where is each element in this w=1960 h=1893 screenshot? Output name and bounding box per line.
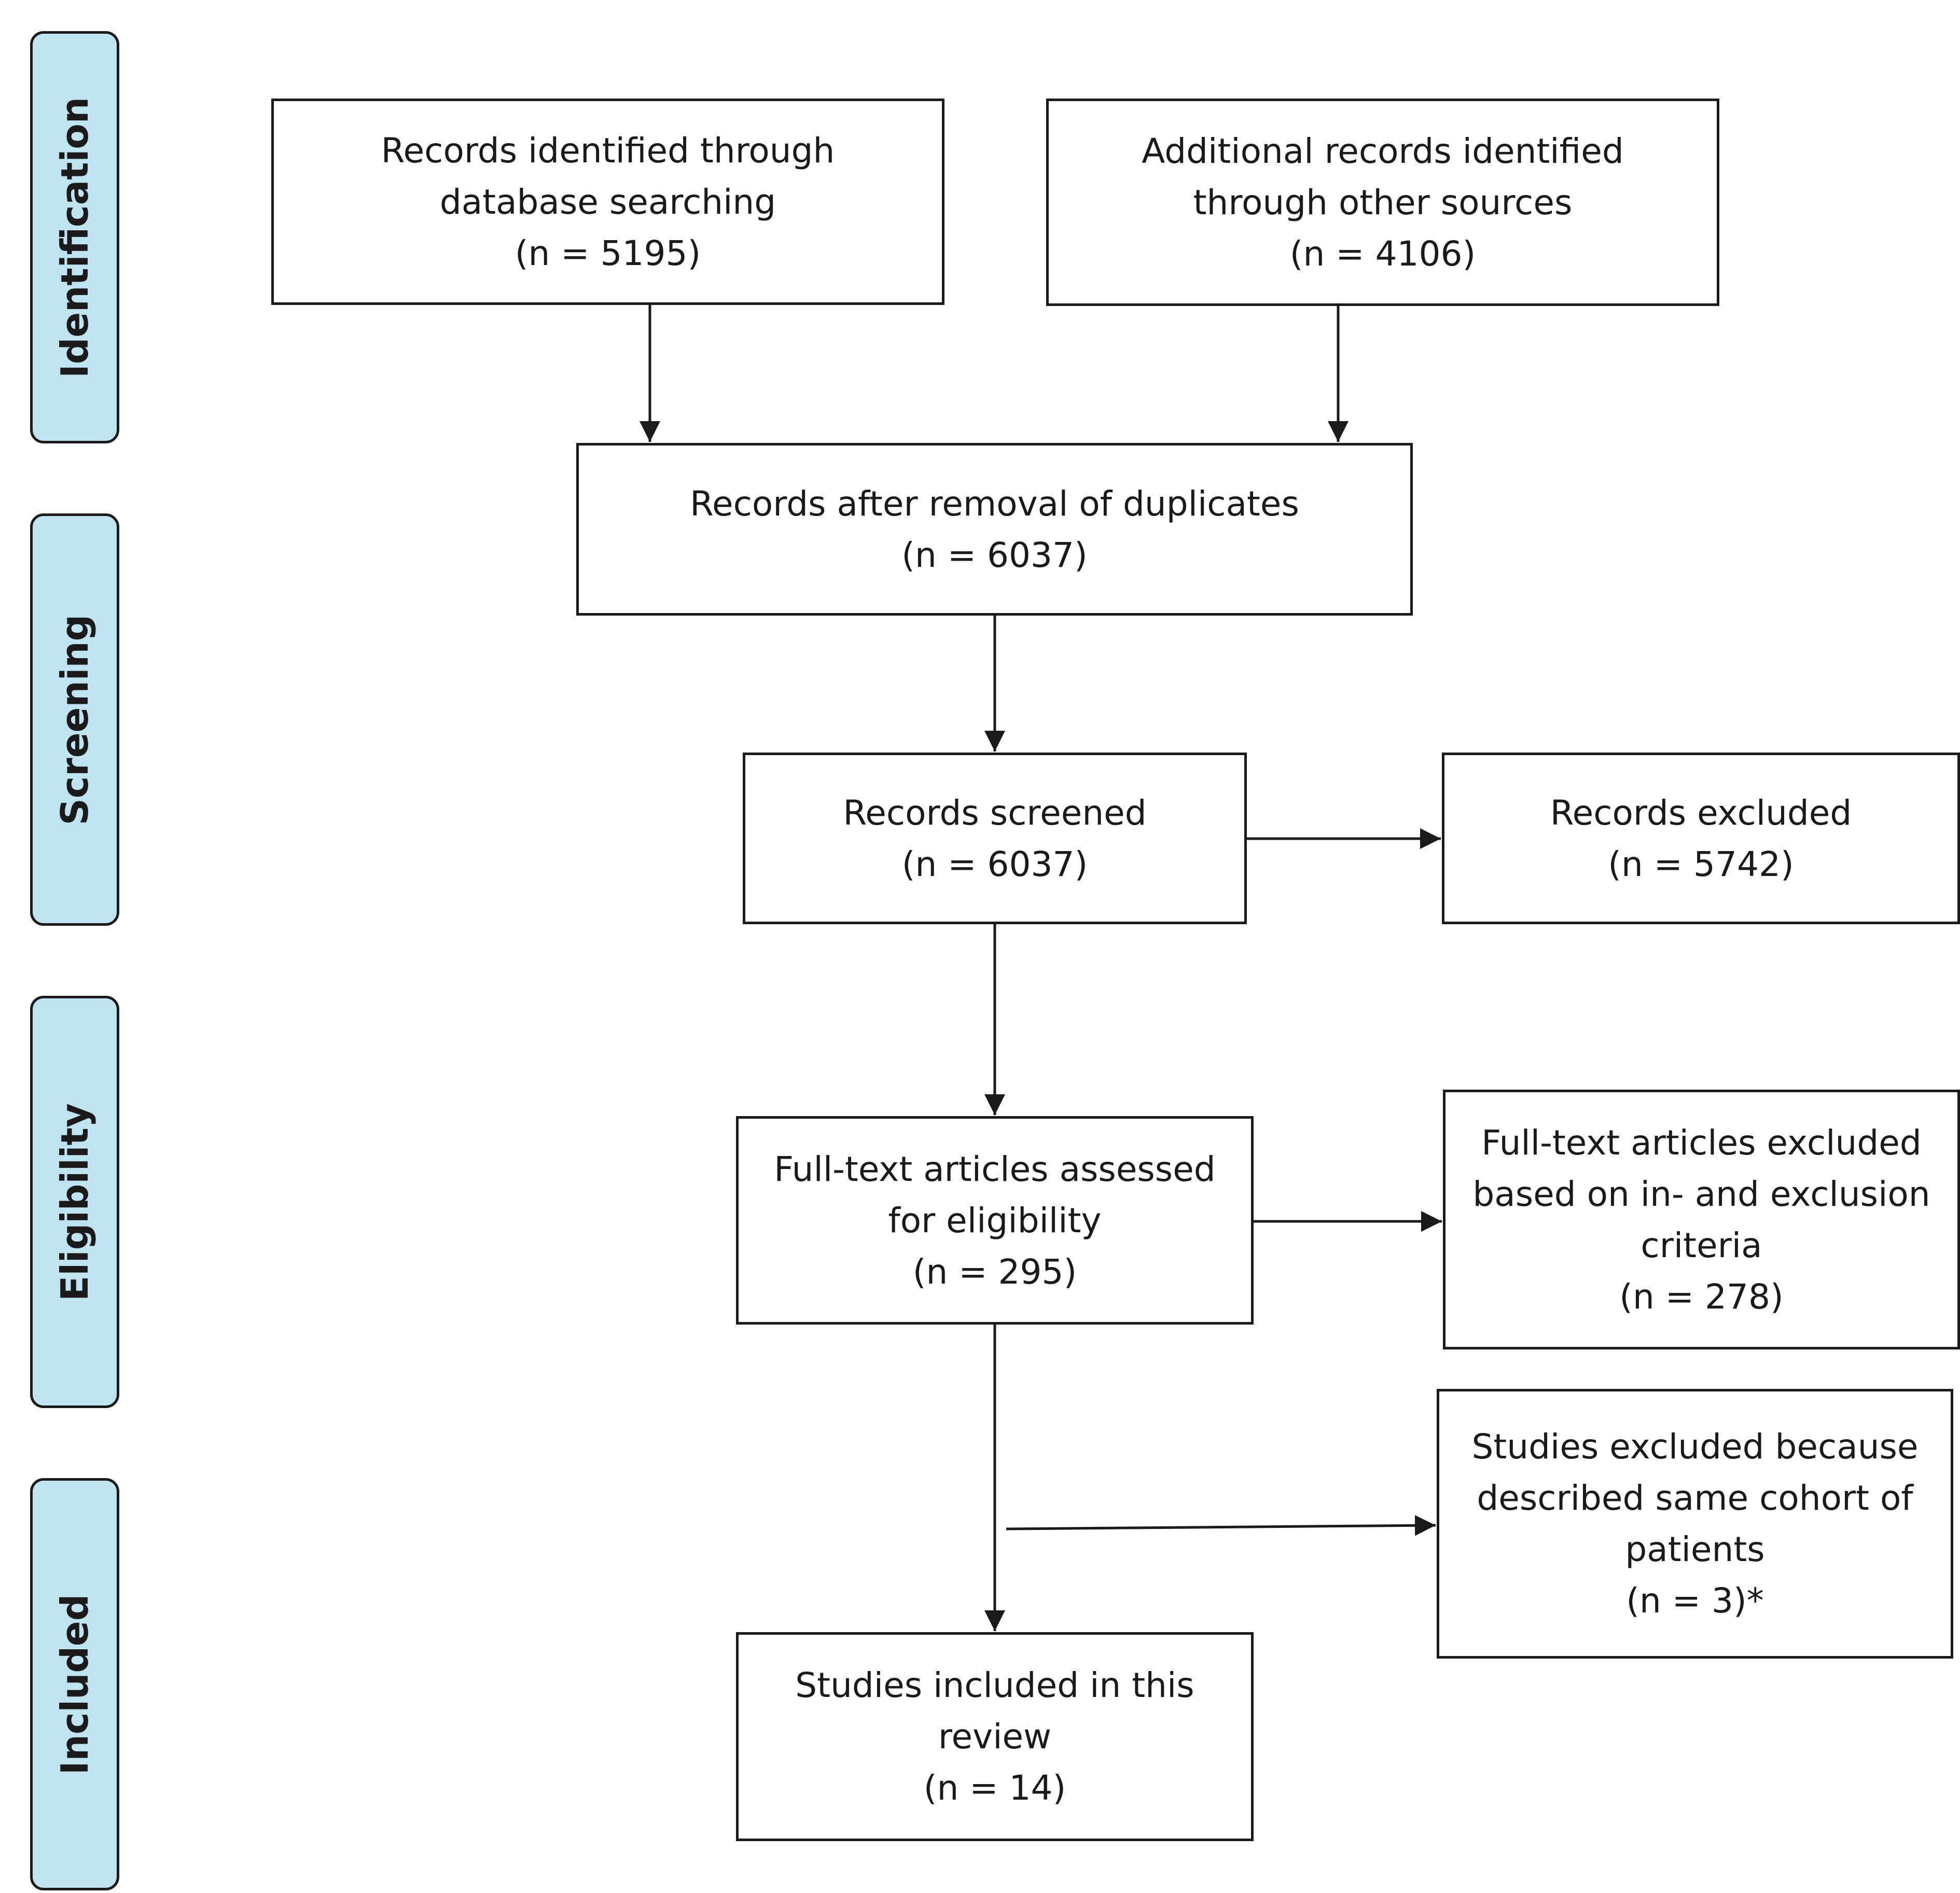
included-line1: Studies included in this — [795, 1665, 1194, 1705]
database-line1: Records identified through — [381, 130, 835, 171]
after-duplicates-line1: Records after removal of duplicates — [690, 483, 1299, 524]
stage-included: Included — [30, 1478, 119, 1890]
after-duplicates-count: (n = 6037) — [901, 535, 1088, 575]
box-records-screened: Records screened (n = 6037) — [743, 753, 1247, 924]
fulltext-excluded-count: (n = 278) — [1619, 1276, 1784, 1317]
stage-eligibility: Eligibility — [30, 996, 119, 1408]
fulltext-assessed-line2: for eligibility — [888, 1200, 1102, 1241]
included-count: (n = 14) — [923, 1768, 1066, 1808]
stage-identification: Identification — [30, 31, 119, 443]
box-fulltext-assessed: Full-text articles assessed for eligibil… — [736, 1116, 1254, 1325]
box-after-duplicates: Records after removal of duplicates (n =… — [576, 443, 1413, 616]
fulltext-excluded-line3: criteria — [1641, 1225, 1762, 1265]
box-studies-included: Studies included in this review (n = 14) — [736, 1632, 1254, 1841]
fulltext-excluded-line1: Full-text articles excluded — [1481, 1122, 1922, 1163]
same-cohort-line2: described same cohort of — [1477, 1478, 1913, 1518]
other-sources-line2: through other sources — [1193, 182, 1573, 222]
excluded-line1: Records excluded — [1550, 792, 1852, 833]
stage-screening: Screening — [30, 513, 119, 926]
fulltext-excluded-line2: based on in- and exclusion — [1472, 1174, 1930, 1214]
other-sources-count: (n = 4106) — [1289, 233, 1476, 274]
same-cohort-line1: Studies excluded because — [1471, 1427, 1919, 1467]
same-cohort-count: (n = 3)* — [1626, 1581, 1764, 1621]
included-line2: review — [938, 1717, 1052, 1757]
same-cohort-line3: patients — [1625, 1529, 1765, 1569]
database-count: (n = 5195) — [515, 233, 701, 273]
arrow-to-same-cohort — [1006, 1515, 1436, 1536]
box-same-cohort-excluded: Studies excluded because described same … — [1437, 1389, 1953, 1659]
fulltext-assessed-line1: Full-text articles assessed — [774, 1149, 1216, 1189]
screened-line1: Records screened — [843, 792, 1147, 833]
screened-count: (n = 6037) — [901, 844, 1088, 884]
excluded-count: (n = 5742) — [1608, 844, 1794, 884]
database-line2: database searching — [439, 182, 776, 222]
box-other-sources: Additional records identified through ot… — [1046, 99, 1719, 306]
other-sources-line1: Additional records identified — [1142, 131, 1624, 171]
box-records-excluded: Records excluded (n = 5742) — [1442, 753, 1960, 924]
box-fulltext-excluded: Full-text articles excluded based on in-… — [1443, 1090, 1960, 1349]
box-database-records: Records identified through database sear… — [271, 99, 944, 305]
fulltext-assessed-count: (n = 295) — [912, 1251, 1077, 1292]
